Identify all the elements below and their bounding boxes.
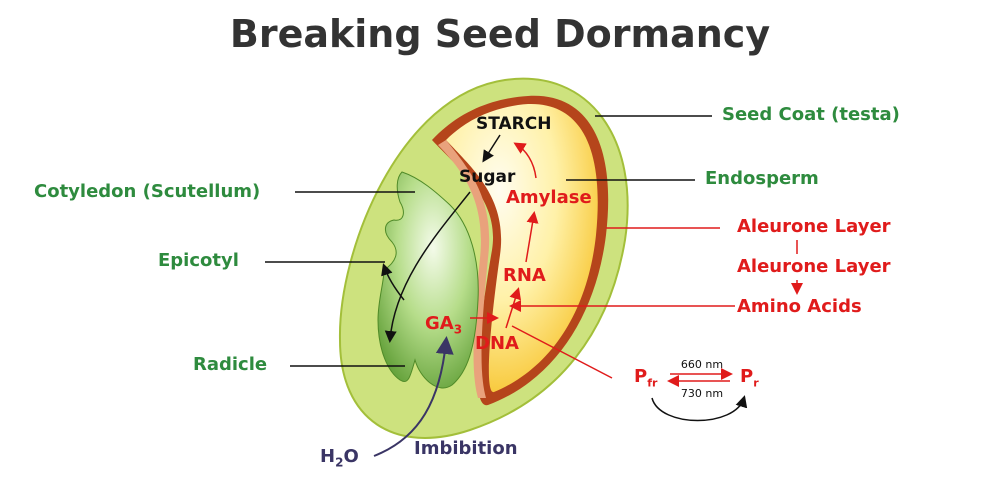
aleurone-layer-label-2: Aleurone Layer — [737, 256, 891, 277]
h2o-label: H2O — [320, 446, 359, 470]
epicotyl-branch-arrow — [381, 263, 405, 301]
endosperm-shape — [446, 103, 598, 393]
imbibition-arrow — [373, 336, 454, 457]
amylase-label: Amylase — [506, 187, 592, 208]
scutellum-strip-shape — [438, 140, 490, 398]
phytochrome-cycle-arrow — [651, 395, 748, 422]
imbibition-label: Imbibition — [414, 438, 518, 459]
wavelength-660-label: 660 nm — [681, 358, 723, 371]
pfr-subscript: fr — [647, 376, 658, 390]
h2o-h-text: H — [320, 446, 336, 467]
radicle-label: Radicle — [193, 354, 268, 375]
epicotyl-label: Epicotyl — [158, 250, 239, 271]
wavelength-730-label: 730 nm — [681, 387, 723, 400]
pr-label: Pr — [740, 366, 759, 390]
ga3-main-text: GA — [425, 313, 454, 334]
embryo-shape — [377, 171, 479, 389]
dna-label: DNA — [475, 333, 519, 354]
cotyledon-label: Cotyledon (Scutellum) — [34, 181, 261, 202]
h2o-subscript: 2 — [335, 455, 344, 470]
amylase-to-starch-arrow — [513, 142, 537, 179]
sugar-label: Sugar — [459, 167, 516, 187]
amino-acids-label: Amino Acids — [737, 296, 862, 317]
starch-to-sugar-arrow — [482, 134, 501, 163]
phytochrome-leader — [511, 325, 613, 379]
pr-main-text: P — [740, 366, 754, 387]
endosperm-label: Endosperm — [705, 168, 819, 189]
pfr-label: Pfr — [634, 366, 657, 390]
sugar-transport-arrow — [384, 191, 471, 343]
aleurone-layer-label: Aleurone Layer — [737, 216, 891, 237]
h2o-o-text: O — [343, 446, 359, 467]
rna-to-amylase-arrow — [525, 211, 539, 263]
pr-subscript: r — [753, 376, 759, 390]
ga3-label: GA3 — [425, 313, 462, 337]
seed-coat-label: Seed Coat (testa) — [722, 104, 900, 125]
starch-label: STARCH — [476, 114, 552, 134]
pfr-main-text: P — [634, 366, 648, 387]
rna-label: RNA — [503, 265, 546, 286]
ga3-subscript: 3 — [453, 322, 463, 337]
page-title: Breaking Seed Dormancy — [229, 12, 771, 56]
